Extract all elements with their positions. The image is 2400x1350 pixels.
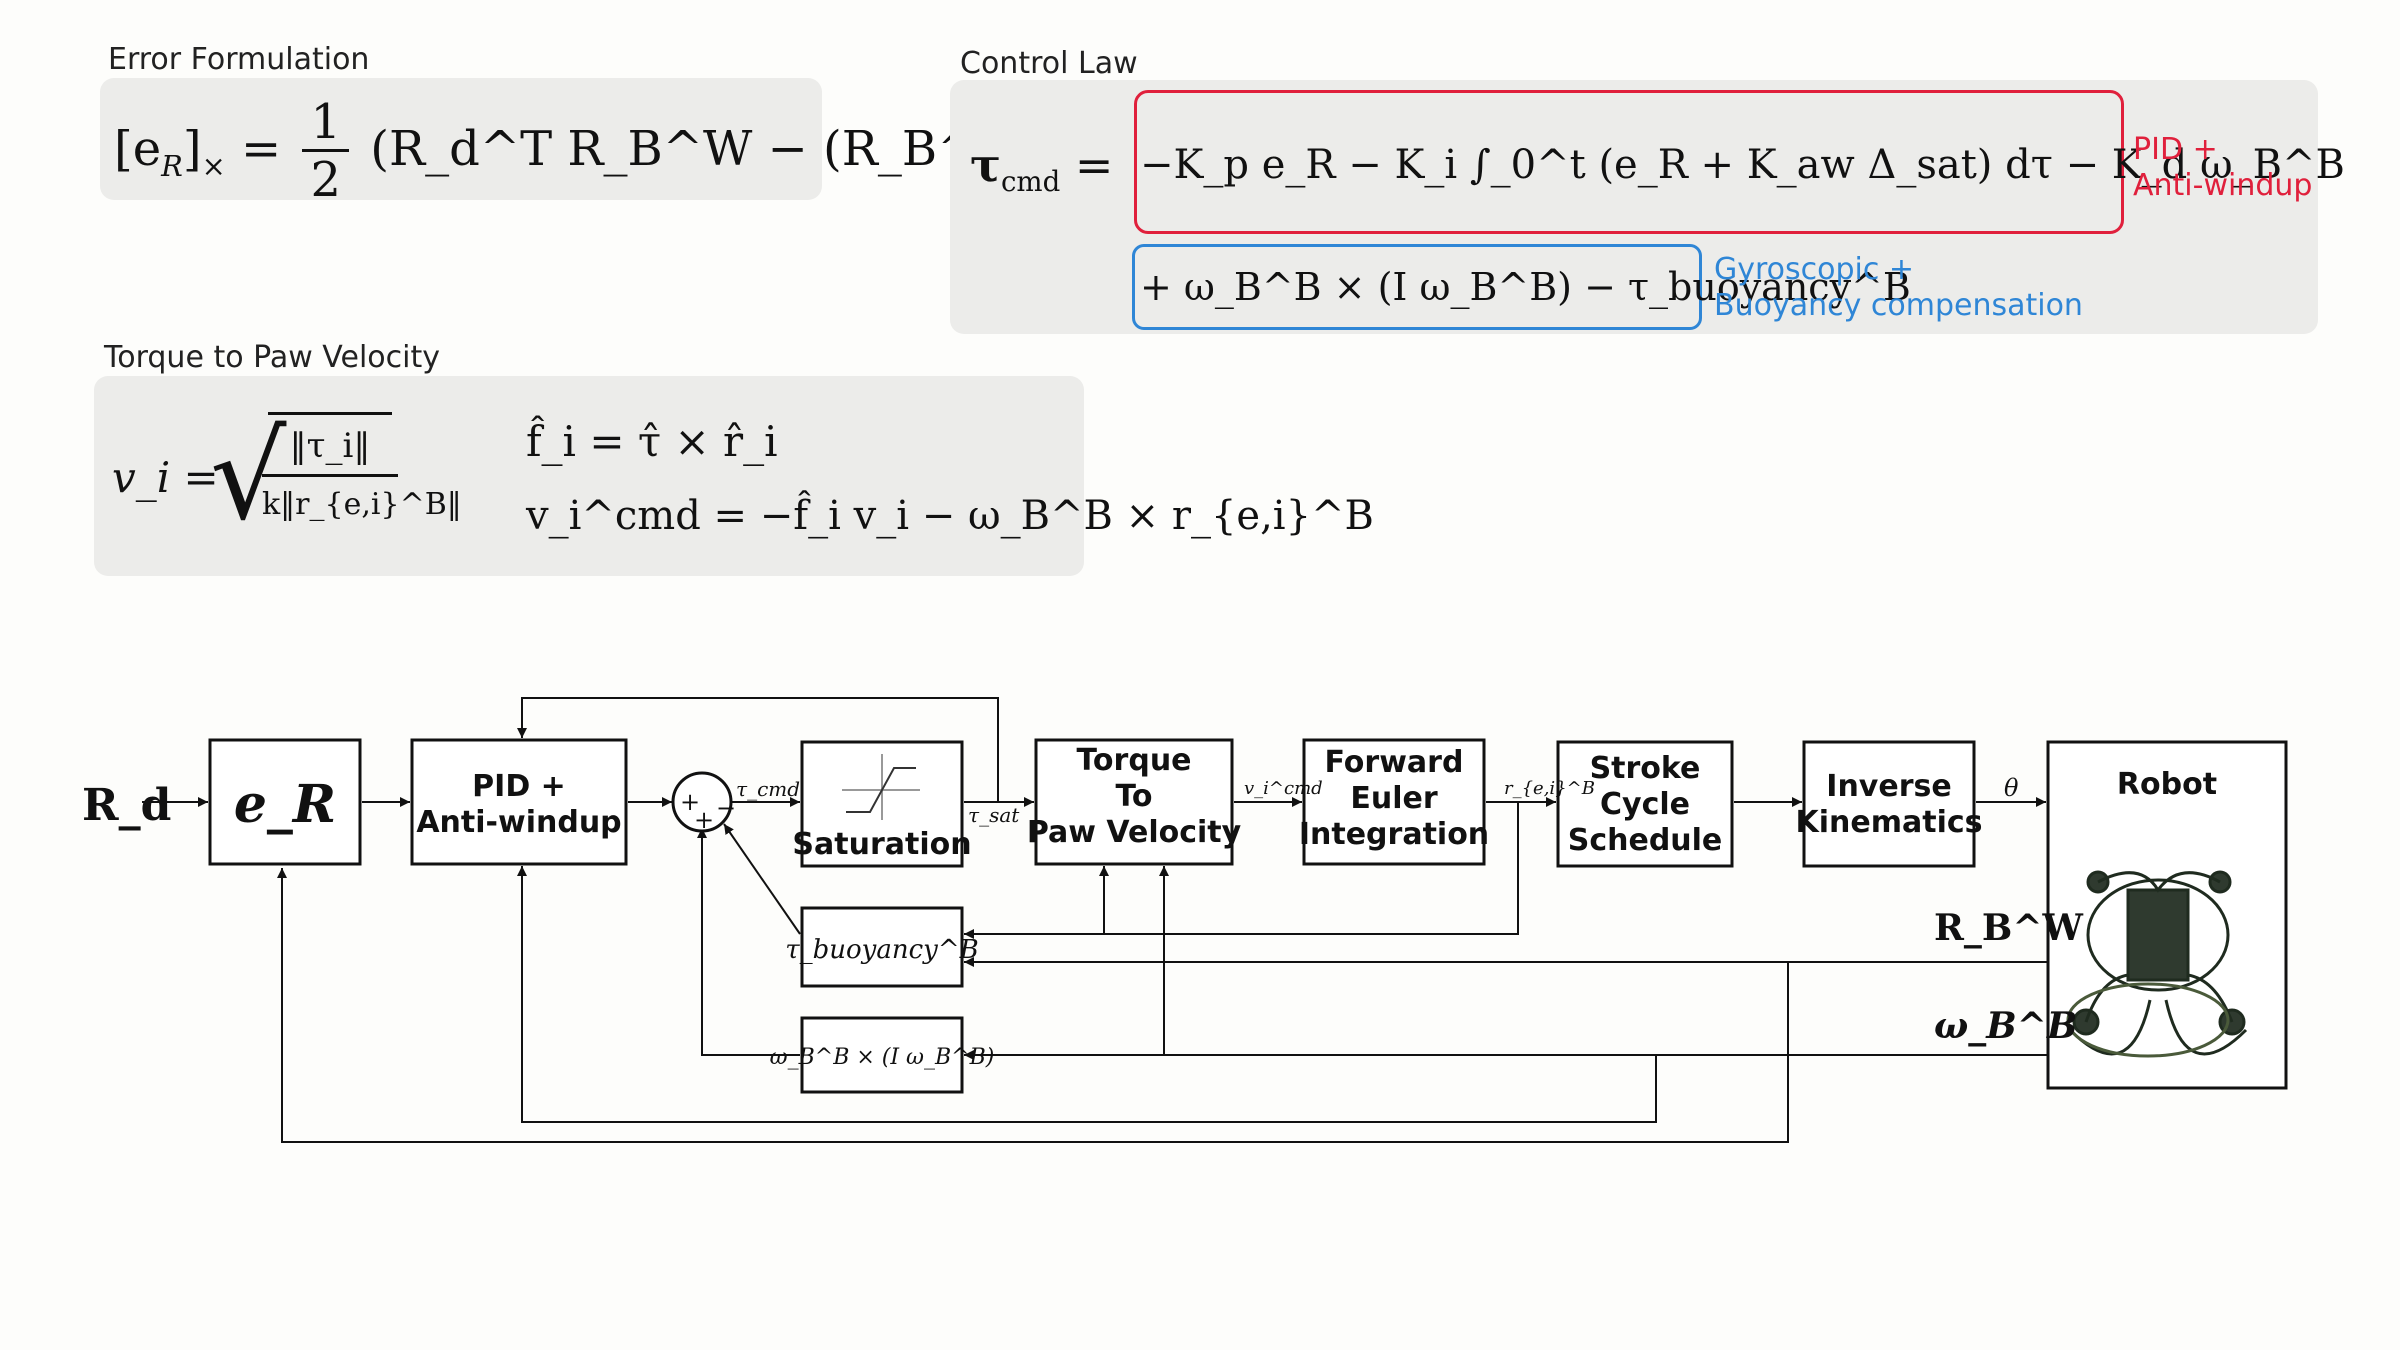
gyro-term-expression: + ω_B^B × (I ω_B^B) − τ_buoyancy^B xyxy=(1140,265,1911,309)
signal-tau-cmd: τ_cmd xyxy=(736,777,800,801)
pid-note: PID + Anti-windup xyxy=(2133,132,2313,203)
euler-label-line1: Forward xyxy=(1325,745,1464,780)
signal-omega-bb: ω_B^B xyxy=(1934,1005,2077,1047)
error-block-label: e_R xyxy=(234,774,336,835)
torque-label-line2: To xyxy=(1115,779,1152,814)
wire-omega-to-pid xyxy=(517,866,1657,1123)
sqrt-bar xyxy=(268,412,392,415)
torque-label-line1: Torque xyxy=(1076,743,1191,778)
stroke-label-line3: Schedule xyxy=(1568,823,1723,858)
gyro-block-label: ω_B^B × (I ω_B^B) xyxy=(770,1045,995,1070)
signal-r-ei: r_{e,i}^B xyxy=(1504,778,1595,799)
pid-label-line1: PID + xyxy=(472,769,566,804)
error-formulation-panel xyxy=(100,78,822,200)
robot-label: Robot xyxy=(2117,767,2217,802)
summing-junction xyxy=(671,771,733,833)
control-lhs: τcmd = xyxy=(970,138,1114,199)
sqrt-radical: √ xyxy=(210,408,287,547)
signal-r-bw: R_B^W xyxy=(1934,907,2084,949)
ik-block xyxy=(1802,740,1976,868)
torque-panel xyxy=(94,376,1084,576)
signal-v-cmd: v_i^cmd xyxy=(1244,778,1323,799)
control-law-panel xyxy=(950,80,2318,334)
gyro-block xyxy=(800,1016,964,1094)
control-law-title: Control Law xyxy=(960,46,1138,81)
error-lhs-open: [e xyxy=(114,121,162,178)
wire-antiwindup-loop xyxy=(517,697,999,802)
euler-block xyxy=(1302,738,1486,866)
sum-sign-left: + xyxy=(680,788,700,816)
gyro-note: Gyroscopic + Buoyancy compensation xyxy=(1714,252,2083,323)
euler-label-line2: Euler xyxy=(1350,781,1437,816)
stroke-label-line1: Stroke xyxy=(1590,751,1701,786)
force-direction-equation: f̂_i = τ̂ × r̂_i xyxy=(526,417,778,466)
gyro-term-box xyxy=(1132,244,1702,330)
saturation-label: Saturation xyxy=(792,827,971,862)
stroke-block xyxy=(1556,740,1734,868)
v-lhs: v_i = xyxy=(112,453,219,502)
ik-label-line1: Inverse xyxy=(1826,769,1951,804)
buoyancy-block-label: τ_buoyancy^B xyxy=(785,935,979,965)
buoyancy-block xyxy=(800,906,964,988)
wire-gyro-to-sum xyxy=(697,828,800,1056)
pid-label-line2: Anti-windup xyxy=(416,805,621,840)
torque-panel-title: Torque to Paw Velocity xyxy=(104,340,440,375)
saturation-icon xyxy=(842,754,920,820)
pid-block xyxy=(410,738,628,866)
torque-to-paw-block xyxy=(1034,738,1234,866)
pid-term-expression: −K_p e_R − K_i ∫_0^t (e_R + K_aw Δ_sat) … xyxy=(1140,142,2345,188)
signal-theta: θ xyxy=(2004,774,2019,802)
error-formulation-title: Error Formulation xyxy=(108,42,370,77)
torque-label-line3: Paw Velocity xyxy=(1027,815,1242,850)
robot-illustration xyxy=(2066,870,2248,1058)
stroke-label-line2: Cycle xyxy=(1600,787,1690,822)
ik-label-line2: Kinematics xyxy=(1795,805,1982,840)
sum-sign-bottom: + xyxy=(694,806,714,834)
wire-rei-feedback xyxy=(964,802,1519,939)
euler-label-line3: Integration xyxy=(1299,817,1489,852)
wire-rbw-to-er xyxy=(277,868,1789,1143)
sum-sign-right: − xyxy=(716,794,736,822)
input-rd-label: R_d xyxy=(82,780,171,831)
error-block xyxy=(208,738,362,866)
signal-tau-sat: τ_sat xyxy=(968,803,1020,827)
wire-buoy-to-sum xyxy=(723,823,801,935)
pid-term-box xyxy=(1134,90,2124,234)
velocity-command-equation: v_i^cmd = −f̂_i v_i − ω_B^B × r_{e,i}^B xyxy=(526,493,1374,539)
